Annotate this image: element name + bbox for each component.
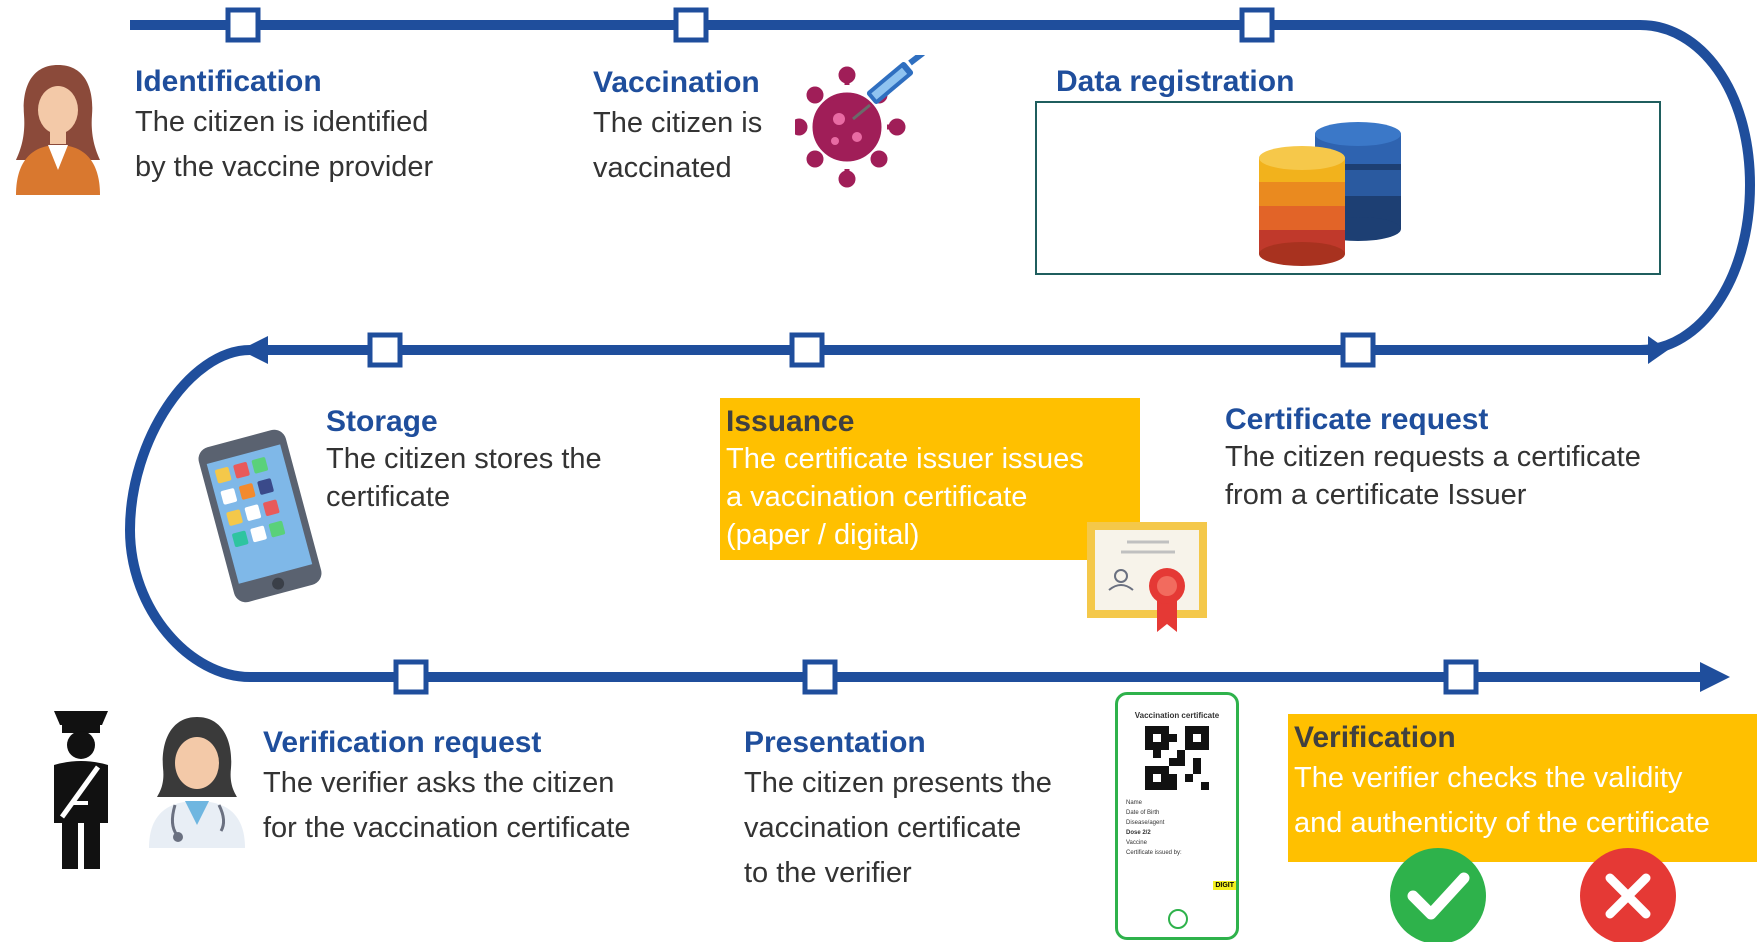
phone-cert-line: Dose 2/2: [1126, 830, 1151, 836]
person-icon: [16, 65, 100, 195]
phone-cert-line: Certificate issued by:: [1126, 850, 1182, 856]
virus-syringe-icon: [795, 55, 925, 188]
qr-phone-icon: Vaccination certificate Name Date of Bir…: [1115, 692, 1239, 940]
step-description: The citizen requests a certificate from …: [1225, 441, 1641, 511]
doctor-icon: [149, 717, 245, 848]
phone-home-button: [1168, 909, 1188, 929]
phone-cert-header: Vaccination certificate: [1134, 711, 1220, 720]
step-title: Identification: [135, 65, 322, 98]
step-title: Storage: [326, 405, 438, 438]
phone-cert-line: Name: [1126, 800, 1143, 806]
step-description: The verifier asks the citizen for the va…: [263, 767, 631, 844]
step-description: The citizen presents the vaccination cer…: [744, 767, 1052, 889]
arrow-head-left-top: [1648, 336, 1668, 364]
step-verification: Verification The verifier checks the val…: [1288, 714, 1757, 862]
step-data-registration: Data registration: [1056, 64, 1294, 100]
step-description: The certificate issuer issues a vaccinat…: [726, 443, 1084, 551]
milestone-marker: [367, 332, 403, 368]
phone-cert-badge: DIGIT: [1213, 881, 1236, 890]
step-description: The citizen stores the certificate: [326, 443, 602, 513]
certificate-icon: [1087, 522, 1207, 632]
milestone-marker: [802, 659, 838, 695]
step-issuance: Issuance The certificate issuer issues a…: [720, 398, 1140, 560]
step-title: Data registration: [1056, 65, 1295, 98]
step-title: Vaccination: [593, 66, 760, 99]
step-title: Presentation: [744, 726, 926, 759]
step-description: The verifier checks the validity and aut…: [1294, 762, 1710, 839]
step-title: Verification: [1294, 721, 1456, 754]
officer-icon: [54, 711, 108, 869]
smartphone-icon: [198, 429, 322, 603]
database-icon: [1259, 122, 1401, 266]
milestone-marker: [673, 7, 709, 43]
step-title: Issuance: [726, 405, 855, 438]
step-description: The citizen is identified by the vaccine…: [135, 106, 434, 183]
check-icon: [1390, 848, 1486, 942]
step-identification: Identification The citizen is identified…: [135, 64, 433, 190]
step-description: The citizen is vaccinated: [593, 107, 763, 184]
milestone-marker: [1340, 332, 1376, 368]
milestone-marker: [393, 659, 429, 695]
step-verification-request: Verification request The verifier asks t…: [263, 725, 631, 851]
milestone-marker: [1443, 659, 1479, 695]
step-presentation: Presentation The citizen presents the va…: [744, 725, 1052, 896]
data-registration-box: [1035, 101, 1661, 275]
phone-cert-line: Disease/agent: [1126, 820, 1165, 826]
milestone-marker: [1239, 7, 1275, 43]
arrow-head-right: [1700, 662, 1730, 692]
step-certificate-request: Certificate request The citizen requests…: [1225, 402, 1641, 514]
phone-cert-line: Date of Birth: [1126, 810, 1160, 816]
phone-cert-line: Vaccine: [1126, 840, 1147, 846]
step-title: Verification request: [263, 726, 542, 759]
qr-code: [1145, 726, 1209, 790]
arrow-head-left-mid: [240, 336, 268, 364]
milestone-marker: [789, 332, 825, 368]
milestone-marker: [225, 7, 261, 43]
step-vaccination: Vaccination The citizen is vaccinated: [593, 65, 762, 191]
step-title: Certificate request: [1225, 403, 1489, 436]
step-storage: Storage The citizen stores the certifica…: [326, 404, 602, 516]
cross-icon: [1580, 848, 1676, 942]
